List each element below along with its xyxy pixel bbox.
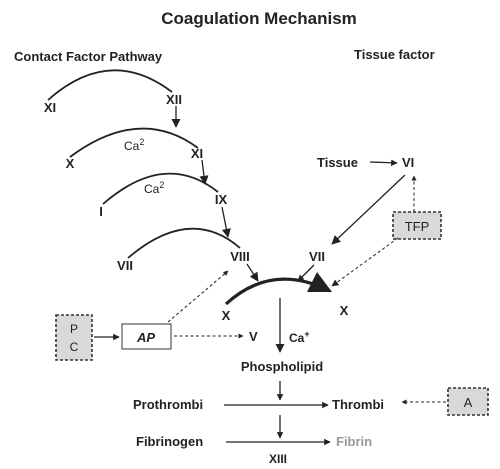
factor-x-left: X — [66, 156, 75, 171]
a-box — [447, 387, 489, 416]
pc-box — [55, 314, 93, 361]
arrow-xi-to-ix — [199, 159, 209, 185]
tissue-factor-header: Tissue factor — [354, 47, 435, 62]
contact-pathway-header: Contact Factor Pathway — [14, 49, 163, 64]
factor-xiii-label: XIII — [269, 452, 287, 466]
ap-label: AP — [136, 330, 155, 345]
arc-vii-viii — [127, 227, 241, 259]
arc-xi-xii — [47, 69, 173, 101]
arc-x-activation — [224, 271, 333, 306]
fibrin-label: Fibrin — [336, 434, 372, 449]
factor-vii-left: VII — [117, 258, 133, 273]
a-label: A — [464, 395, 473, 410]
factor-vi: VI — [402, 155, 414, 170]
factor-i: I — [99, 204, 103, 219]
pc-label-c: C — [70, 340, 79, 354]
thrombi-label: Thrombi — [332, 397, 384, 412]
factor-x-right: X — [340, 303, 349, 318]
tfp-box — [392, 211, 442, 240]
tfp-label: TFP — [405, 219, 430, 234]
phospholipid-label: Phospholipid — [241, 359, 323, 374]
ap-box — [121, 323, 172, 350]
arrow-vi-to-vii — [331, 174, 406, 245]
factor-v: V — [249, 329, 258, 344]
factor-x-center: X — [222, 308, 231, 323]
arrow-viii-to-x — [246, 263, 259, 282]
fibrinogen-label: Fibrinogen — [136, 434, 203, 449]
arrow-tfp-to-x — [331, 237, 399, 287]
factor-xi-top: XI — [44, 100, 56, 115]
factor-xi-mid: XI — [191, 146, 203, 161]
arrow-ix-to-viii — [221, 206, 231, 238]
arrow-vii-to-x — [297, 264, 315, 282]
arrow-ap-to-viii — [167, 270, 229, 323]
calcium-label-1: Ca2 — [124, 137, 144, 153]
factor-ix: IX — [215, 192, 228, 207]
factor-vii-right: VII — [309, 249, 325, 264]
factor-viii: VIII — [230, 249, 250, 264]
factor-xii: XII — [166, 92, 182, 107]
tissue-label: Tissue — [317, 155, 358, 170]
calcium-label-2: Ca2 — [144, 180, 164, 196]
diagram-title: Coagulation Mechanism — [161, 9, 357, 28]
arc-x-xi — [69, 127, 199, 158]
pc-label-p: P — [70, 322, 78, 336]
arrow-tissue-to-vi — [369, 159, 398, 167]
calcium-ion-label: Ca+ — [289, 329, 310, 345]
prothrombi-label: Prothrombi — [133, 397, 203, 412]
